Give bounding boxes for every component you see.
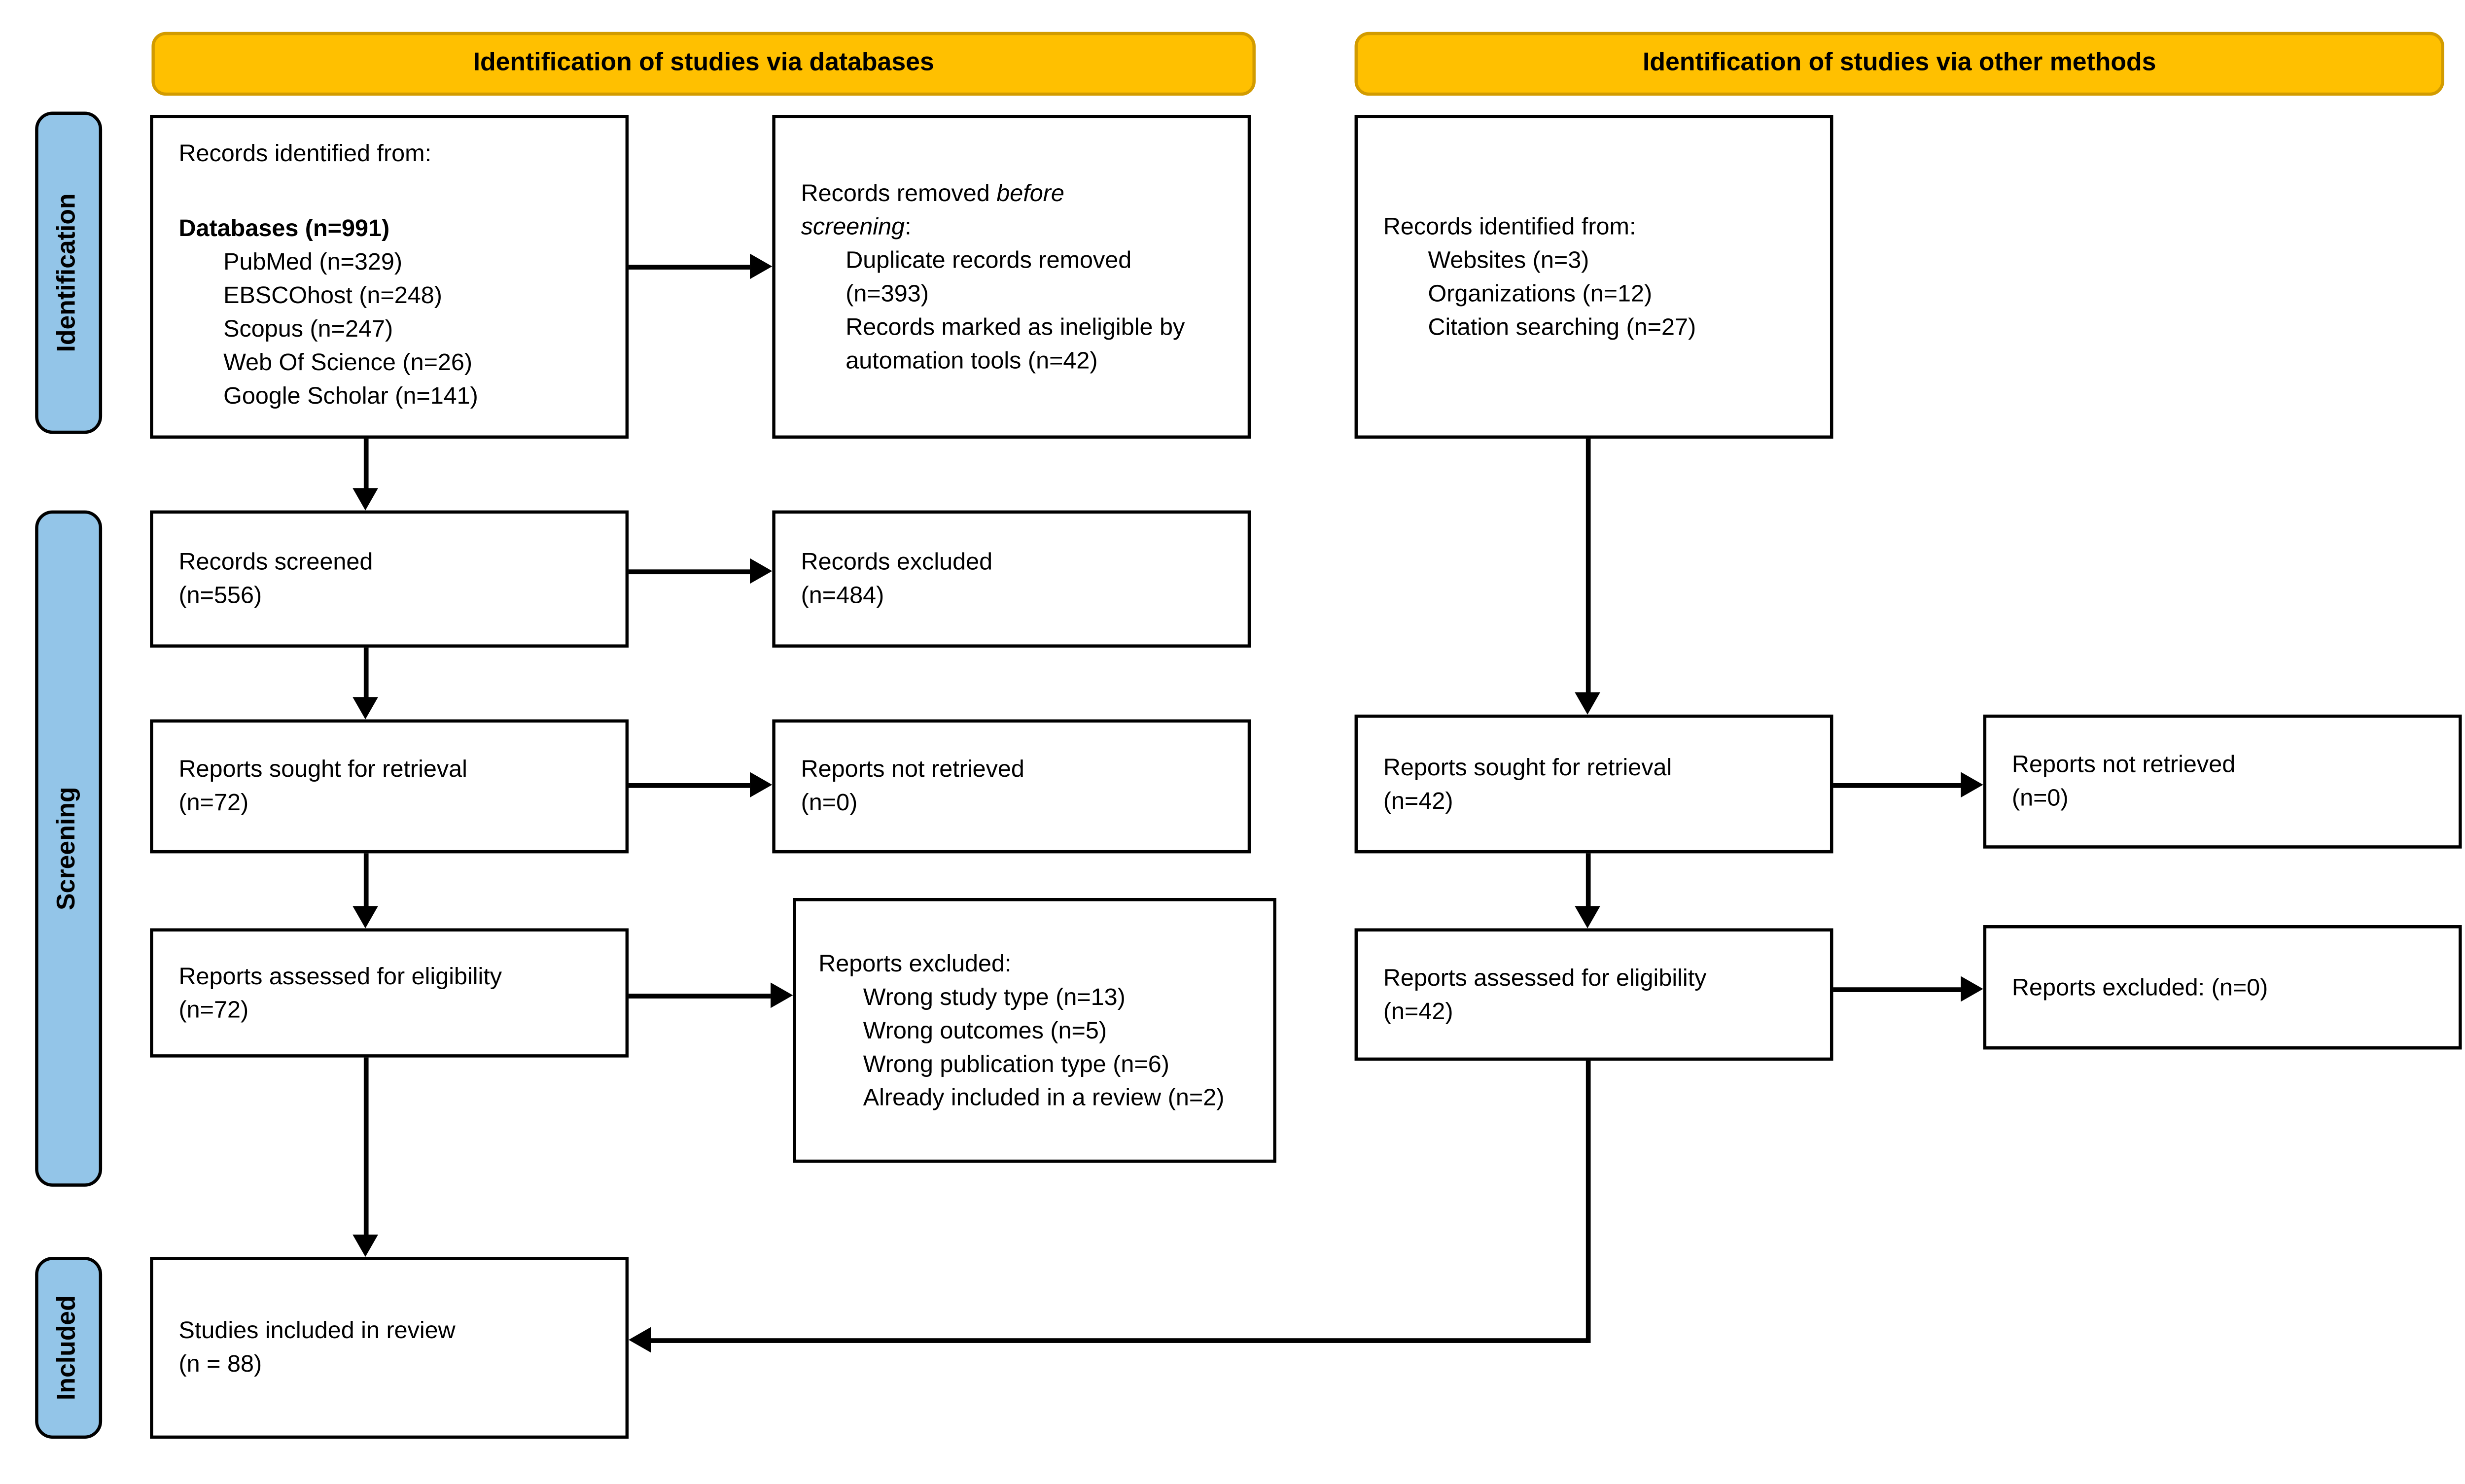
arrow-line-other-sought-to-assessed [1585, 853, 1590, 908]
box-records-removed-before-screening: Records removed before screening: Duplic… [772, 115, 1251, 439]
reports-not-retrieved-other-label: Reports not retrieved [2011, 751, 2236, 779]
other-source-item: Citation searching (n=27) [1428, 313, 1696, 341]
other-source-item: Organizations (n=12) [1428, 279, 1653, 307]
records-removed-item: Duplicate records removed (n=393) [845, 246, 1132, 307]
box-reports-excluded-other: Reports excluded: (n=0) [1983, 925, 2462, 1050]
arrow-line-sought-to-not-retrieved [629, 782, 750, 788]
exclusion-reason-item: Wrong study type (n=13) [863, 983, 1126, 1011]
other-source-item: Websites (n=3) [1428, 246, 1589, 274]
box-records-identified-other-methods: Records identified from: Websites (n=3) O… [1354, 115, 1833, 439]
stage-identification-label: Identification [54, 193, 82, 352]
arrowhead-assessed-to-excluded-reasons [771, 982, 793, 1008]
reports-sought-other-count: (n=42) [1383, 787, 1453, 815]
box-reports-not-retrieved-databases: Reports not retrieved (n=0) [772, 719, 1251, 854]
spacer [178, 171, 616, 212]
arrowhead-other-sought-to-assessed [1575, 906, 1600, 929]
databases-group-label: Databases (n=991) [178, 215, 390, 242]
records-removed-list: Duplicate records removed (n=393)Records… [801, 243, 1238, 378]
stage-bar-included: Included [35, 1257, 103, 1439]
records-excluded-label: Records excluded [801, 549, 993, 576]
stage-screening-label: Screening [54, 787, 82, 910]
reports-assessed-other-count: (n=42) [1383, 998, 1453, 1025]
arrow-line-screened-to-excluded [629, 568, 750, 574]
arrowhead-identified-to-screened [352, 488, 378, 511]
studies-included-count: (n = 88) [178, 1351, 262, 1379]
arrow-line-identified-to-removed [629, 264, 750, 269]
records-removed-intro-italic: before screening [801, 179, 1064, 241]
records-removed-intro-pre: Records removed [801, 179, 997, 207]
arrowhead-assessed-to-included [352, 1234, 378, 1257]
arrow-line-assessed-to-excluded-reasons [629, 993, 771, 998]
reports-not-retrieved-label: Reports not retrieved [801, 756, 1024, 783]
arrowhead-sought-to-assessed [352, 906, 378, 929]
reports-excluded-intro: Reports excluded: [818, 950, 1012, 977]
exclusion-reason-item: Wrong publication type (n=6) [863, 1050, 1169, 1078]
banner-identification-via-other-methods: Identification of studies via other meth… [1354, 32, 2444, 96]
database-source-item: PubMed (n=329) [223, 248, 403, 276]
records-removed-item: Records marked as ineligible by automati… [845, 313, 1185, 374]
elbow-line-other-assessed-down [1585, 1061, 1590, 1343]
box-records-identified-databases: Records identified from: Databases (n=99… [150, 115, 629, 439]
records-removed-intro: Records removed before screening: [801, 176, 1133, 243]
banner-identification-via-databases: Identification of studies via databases [151, 32, 1256, 96]
arrowhead-identified-to-removed [750, 253, 773, 279]
other-source-list: Websites (n=3) Organizations (n=12) Citati… [1383, 243, 1821, 344]
box-reports-assessed-other: Reports assessed for eligibility (n=42) [1354, 928, 1833, 1061]
stage-included-label: Included [54, 1295, 82, 1401]
box-studies-included: Studies included in review (n = 88) [150, 1257, 629, 1439]
arrow-line-screened-to-sought [363, 647, 368, 699]
box-reports-not-retrieved-other: Reports not retrieved (n=0) [1983, 714, 2462, 849]
studies-included-label: Studies included in review [178, 1317, 456, 1345]
arrow-line-assessed-to-included [363, 1057, 368, 1237]
reports-sought-count: (n=72) [178, 789, 249, 817]
stage-bar-identification: Identification [35, 111, 103, 434]
database-source-item: Scopus (n=247) [223, 315, 393, 343]
reports-sought-other-label: Reports sought for retrieval [1383, 754, 1672, 781]
records-excluded-count: (n=484) [801, 582, 884, 610]
box-records-excluded: Records excluded (n=484) [772, 510, 1251, 648]
records-removed-intro-post: : [905, 213, 912, 241]
box-reports-sought-databases: Reports sought for retrieval (n=72) [150, 719, 629, 854]
reports-not-retrieved-count: (n=0) [801, 789, 858, 817]
reports-assessed-label: Reports assessed for eligibility [178, 963, 502, 990]
banner-other-methods-label: Identification of studies via other meth… [1643, 49, 2156, 77]
reports-sought-label: Reports sought for retrieval [178, 756, 467, 783]
box-reports-excluded-reasons: Reports excluded: Wrong study type (n=13… [793, 898, 1276, 1163]
database-source-item: Web Of Science (n=26) [223, 349, 473, 377]
arrow-line-other-identified-to-sought [1585, 438, 1590, 694]
stage-bar-screening: Screening [35, 510, 103, 1187]
exclusion-reason-item: Wrong outcomes (n=5) [863, 1017, 1107, 1044]
arrowhead-other-assessed-to-excluded [1961, 976, 1983, 1002]
reports-not-retrieved-other-count: (n=0) [2011, 785, 2069, 812]
database-source-item: Google Scholar (n=141) [223, 382, 478, 410]
box-records-screened: Records screened (n=556) [150, 510, 629, 648]
arrowhead-other-assessed-to-included [629, 1327, 651, 1353]
reports-assessed-count: (n=72) [178, 996, 249, 1024]
records-screened-label: Records screened [178, 549, 373, 576]
reports-assessed-other-label: Reports assessed for eligibility [1383, 964, 1707, 992]
arrow-line-sought-to-assessed [363, 853, 368, 908]
records-screened-count: (n=556) [178, 582, 262, 610]
arrowhead-screened-to-sought [352, 697, 378, 720]
arrowhead-other-sought-to-not-retrieved [1961, 772, 1983, 798]
arrowhead-screened-to-excluded [750, 558, 773, 584]
arrow-line-other-sought-to-not-retrieved [1833, 782, 1961, 788]
exclusion-reason-item: Already included in a review (n=2) [863, 1084, 1225, 1111]
arrow-line-other-assessed-to-excluded [1833, 986, 1961, 992]
database-source-list: PubMed (n=329) EBSCOhost (n=248) Scopus (n… [178, 245, 616, 413]
reports-excluded-other-label: Reports excluded: (n=0) [2011, 973, 2268, 1001]
exclusion-reason-list: Wrong study type (n=13) Wrong outcomes (n… [818, 980, 1264, 1114]
box-reports-assessed-databases: Reports assessed for eligibility (n=72) [150, 928, 629, 1058]
banner-databases-label: Identification of studies via databases [473, 49, 934, 77]
arrow-line-identified-to-screened [363, 438, 368, 490]
arrowhead-sought-to-not-retrieved [750, 772, 773, 798]
database-source-item: EBSCOhost (n=248) [223, 282, 442, 310]
box-reports-sought-other: Reports sought for retrieval (n=42) [1354, 714, 1833, 854]
arrowhead-other-identified-to-sought [1575, 692, 1600, 715]
records-identified-intro: Records identified from: [178, 140, 432, 168]
elbow-line-other-assessed-to-included [651, 1337, 1588, 1343]
other-identified-intro: Records identified from: [1383, 213, 1636, 241]
